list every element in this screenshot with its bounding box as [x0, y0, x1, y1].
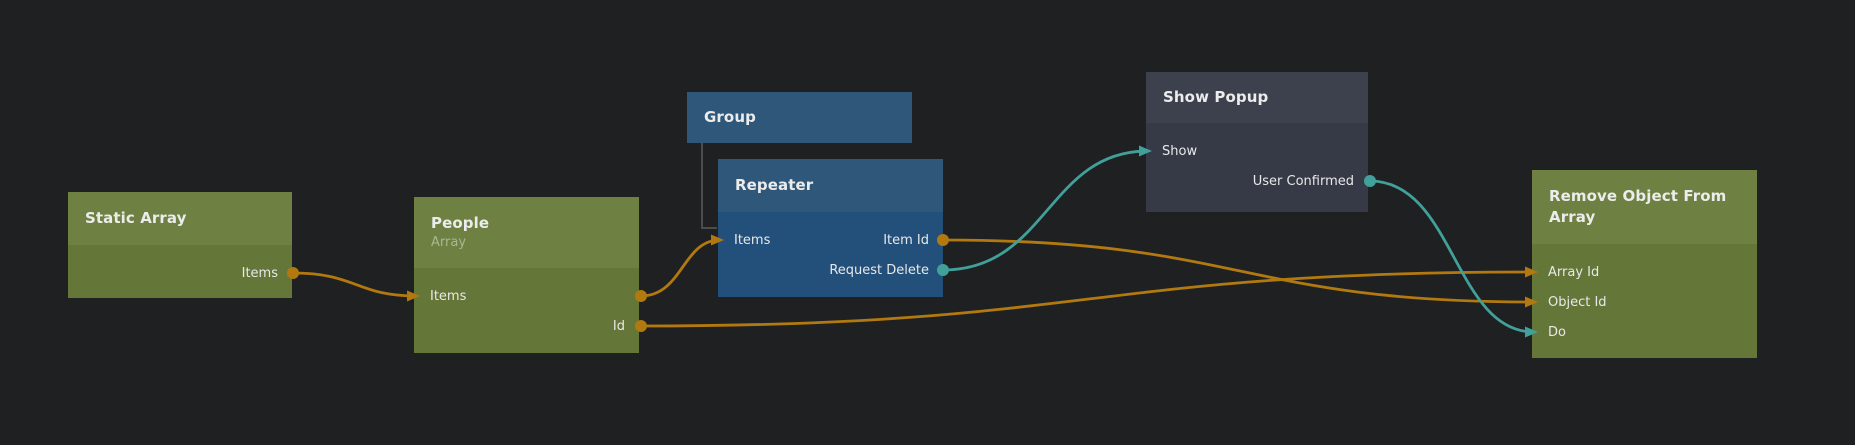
port-row[interactable]: User Confirmed — [1146, 166, 1368, 196]
node-remove-object-from-array[interactable]: Remove Object From Array Array Id Object… — [1532, 170, 1757, 358]
output-port-label[interactable]: Item Id — [883, 232, 929, 248]
port-row[interactable]: Id — [414, 311, 639, 341]
connection-wire[interactable] — [1369, 179, 1535, 334]
node-people-array[interactable]: People Array Items Id — [414, 197, 639, 353]
node-title: Show Popup — [1163, 88, 1269, 106]
node-title: People — [431, 214, 490, 233]
output-port-label[interactable]: User Confirmed — [1252, 173, 1354, 189]
node-body: Items Item Id Request Delete — [718, 212, 943, 297]
node-title: Static Array — [85, 209, 187, 227]
node-body: Items — [68, 245, 292, 298]
input-port-label[interactable]: Items — [734, 232, 771, 248]
node-group[interactable]: Group — [687, 92, 912, 143]
node-static-array[interactable]: Static Array Items — [68, 192, 292, 298]
node-header[interactable]: Show Popup — [1146, 72, 1368, 123]
input-port-label[interactable]: Object Id — [1548, 294, 1607, 310]
parent-child-link — [701, 143, 717, 229]
port-row[interactable]: Array Id — [1532, 257, 1757, 287]
node-header[interactable]: People Array — [414, 197, 639, 268]
node-title: Repeater — [735, 176, 814, 194]
connection-wire[interactable] — [942, 238, 1535, 304]
port-row[interactable]: Items Item Id — [718, 225, 943, 255]
input-port-label[interactable]: Show — [1162, 143, 1198, 159]
port-row[interactable]: Object Id — [1532, 287, 1757, 317]
input-port-label[interactable]: Array Id — [1548, 264, 1600, 280]
connection-wire[interactable] — [640, 238, 721, 298]
port-row[interactable]: Request Delete — [718, 255, 943, 285]
port-row[interactable]: Items — [68, 258, 292, 288]
input-port-label[interactable]: Do — [1548, 324, 1566, 340]
node-header[interactable]: Remove Object From Array — [1532, 170, 1757, 244]
input-port-label[interactable]: Items — [430, 288, 467, 304]
connection-wire[interactable] — [292, 271, 417, 298]
node-header[interactable]: Repeater — [718, 159, 943, 212]
output-port-label[interactable]: Items — [241, 265, 278, 281]
node-show-popup[interactable]: Show Popup Show User Confirmed — [1146, 72, 1368, 212]
output-port-label[interactable]: Id — [612, 318, 625, 334]
connection-wire[interactable] — [942, 149, 1149, 272]
node-header[interactable]: Static Array — [68, 192, 292, 245]
port-row[interactable]: Do — [1532, 317, 1757, 347]
node-title: Remove Object From Array — [1549, 187, 1727, 226]
node-repeater[interactable]: Repeater Items Item Id Request Delete — [718, 159, 943, 297]
node-subtitle: Array — [431, 235, 467, 251]
port-row[interactable]: Items — [414, 281, 639, 311]
node-header[interactable]: Group — [687, 92, 912, 143]
node-body: Show User Confirmed — [1146, 123, 1368, 212]
node-body: Items Id — [414, 268, 639, 353]
node-title: Group — [704, 108, 756, 126]
port-row[interactable]: Show — [1146, 136, 1368, 166]
output-port-label[interactable]: Request Delete — [829, 262, 929, 278]
node-body: Array Id Object Id Do — [1532, 244, 1757, 358]
